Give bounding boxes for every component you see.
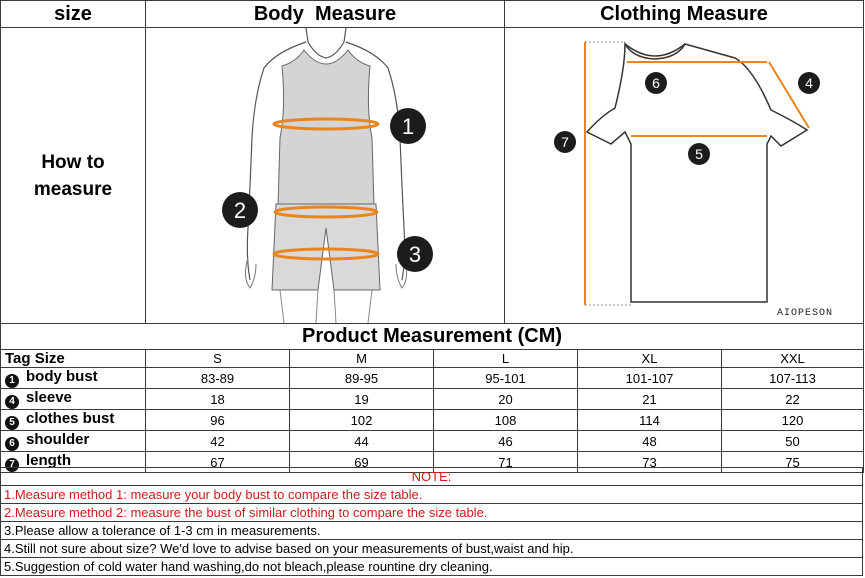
row-number-icon: 7 — [5, 458, 19, 472]
table-cell: 46 — [433, 430, 578, 452]
table-cell: 42 — [145, 430, 290, 452]
table-cell: 44 — [289, 430, 434, 452]
how-to-measure: How to measure — [0, 27, 146, 324]
header-size: size — [0, 0, 146, 28]
header-size-text: size — [54, 2, 92, 25]
row-number-icon: 4 — [5, 395, 19, 409]
header-clothing-measure-text: Clothing Measure — [600, 2, 768, 25]
size-col-s: S — [145, 349, 290, 368]
body-marker-1: 1 — [402, 114, 414, 139]
table-cell: 102 — [289, 409, 434, 431]
note-item-3: 3.Please allow a tolerance of 1-3 cm in … — [0, 521, 863, 540]
header-body-measure-text: Body Measure — [253, 2, 397, 25]
note-item-4: 4.Still not sure about size? We'd love t… — [0, 539, 863, 558]
row-label: 4 sleeve — [0, 388, 146, 410]
size-col-l: L — [433, 349, 578, 368]
product-measurement-title: Product Measurement (CM) — [0, 323, 864, 350]
brand-label: AIOPESON — [777, 308, 833, 319]
body-marker-2: 2 — [234, 198, 246, 223]
table-cell: 114 — [577, 409, 722, 431]
row-label-text: shoulder — [26, 431, 90, 448]
row-label: 1 body bust — [0, 367, 146, 389]
how-to-line2: measure — [33, 178, 113, 200]
row-number-icon: 5 — [5, 416, 19, 430]
row-number-icon: 1 — [5, 374, 19, 388]
note-item-2: 2.Measure method 2: measure the bust of … — [0, 503, 863, 522]
notes-title: NOTE: — [0, 467, 863, 486]
table-cell: 120 — [721, 409, 864, 431]
table-row: Tag Size S M L XL XXL — [0, 349, 864, 368]
clothing-measure-figure: 6 4 7 5 AIOPESON — [504, 27, 864, 324]
table-cell: 48 — [577, 430, 722, 452]
shirt-marker-4: 4 — [805, 75, 813, 91]
row-label-text: sleeve — [26, 389, 72, 406]
header-clothing-measure: Clothing Measure — [504, 0, 864, 28]
row-label: 5 clothes bust — [0, 409, 146, 431]
table-cell: 108 — [433, 409, 578, 431]
table-cell: 50 — [721, 430, 864, 452]
shirt-marker-5: 5 — [695, 146, 703, 162]
table-cell: 21 — [577, 388, 722, 410]
tag-size-label: Tag Size — [0, 349, 146, 368]
table-cell: 19 — [289, 388, 434, 410]
row-label-text: clothes bust — [26, 410, 115, 427]
shirt-marker-6: 6 — [652, 75, 660, 91]
table-cell: 83-89 — [145, 367, 290, 389]
how-to-line1: How to — [41, 151, 105, 173]
note-item-5: 5.Suggestion of cold water hand washing,… — [0, 557, 863, 576]
shirt-marker-7: 7 — [561, 134, 569, 150]
table-cell: 89-95 — [289, 367, 434, 389]
body-measure-figure: 1 2 3 — [145, 27, 505, 324]
body-illustration: 1 2 3 — [222, 27, 433, 324]
body-marker-3: 3 — [409, 242, 421, 267]
size-col-xl: XL — [577, 349, 722, 368]
row-number-icon: 6 — [5, 437, 19, 451]
table-cell: 95-101 — [433, 367, 578, 389]
row-label-text: length — [26, 452, 71, 469]
size-col-xxl: XXL — [721, 349, 864, 368]
note-item-1: 1.Measure method 1: measure your body bu… — [0, 485, 863, 504]
product-measurement-title-text: Product Measurement (CM) — [301, 325, 563, 347]
row-label: 6 shoulder — [0, 430, 146, 452]
row-label-text: body bust — [26, 368, 98, 385]
table-cell: 96 — [145, 409, 290, 431]
table-cell: 101-107 — [577, 367, 722, 389]
tshirt-illustration: 6 4 7 5 AIOPESON — [554, 41, 833, 319]
size-col-m: M — [289, 349, 434, 368]
header-body-measure: Body Measure — [145, 0, 505, 28]
table-cell: 22 — [721, 388, 864, 410]
table-cell: 107-113 — [721, 367, 864, 389]
table-cell: 18 — [145, 388, 290, 410]
table-cell: 20 — [433, 388, 578, 410]
